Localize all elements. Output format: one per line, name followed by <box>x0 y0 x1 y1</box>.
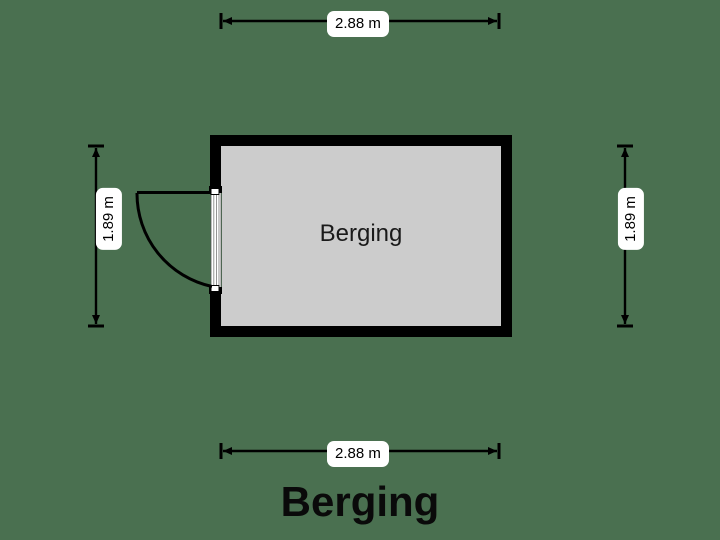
dimension-label-right: 1.89 m <box>617 188 644 250</box>
room-label-berging: Berging <box>319 220 403 247</box>
dimension-label-top: 2.88 m <box>327 11 389 37</box>
door-opening <box>209 186 222 294</box>
dimension-label-bottom: 2.88 m <box>327 441 389 467</box>
door-swing-arc <box>135 191 213 288</box>
page-title: Berging <box>280 478 440 525</box>
dimension-label-left: 1.89 m <box>95 188 122 250</box>
room-walls <box>210 135 512 337</box>
